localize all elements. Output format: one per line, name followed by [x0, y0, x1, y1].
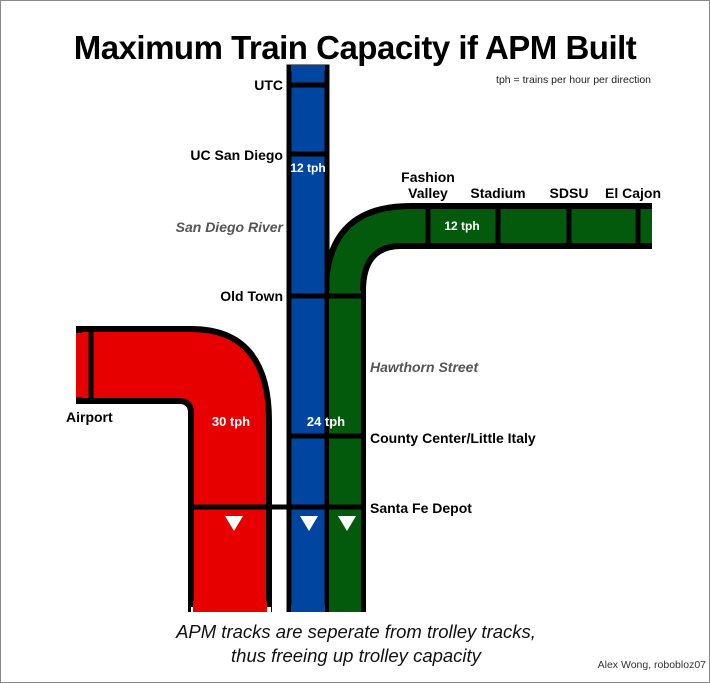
- red-track-end: [76, 333, 82, 397]
- green-track-end: [646, 209, 652, 243]
- capacity-red: 30 tph: [212, 414, 250, 429]
- station-county-center: County Center/Little Italy: [370, 430, 536, 446]
- down-arrow-icon: [300, 516, 318, 531]
- credit: Alex Wong, robobloz07: [598, 659, 707, 671]
- station-old-town: Old Town: [220, 288, 283, 304]
- blue-track: [286, 64, 330, 614]
- station-stadium: Stadium: [470, 185, 525, 201]
- down-arrow-icon: [225, 516, 243, 531]
- landmark-river: San Diego River: [176, 219, 285, 235]
- station-fashion-valley: Fashion: [401, 169, 455, 185]
- caption-line-1: APM tracks are seperate from trolley tra…: [175, 621, 536, 642]
- tph-note: tph = trains per hour per direction: [496, 74, 651, 86]
- capacity-blue-upper: 12 tph: [290, 161, 325, 175]
- blue-track-end: [291, 65, 325, 71]
- landmark-hawthorn: Hawthorn Street: [370, 359, 479, 375]
- station-el-cajon: El Cajon: [605, 185, 661, 201]
- station-sdsu: SDSU: [550, 185, 589, 201]
- title: Maximum Train Capacity if APM Built: [74, 29, 637, 66]
- down-arrow-icon: [338, 516, 356, 531]
- green-station-ticks: [425, 206, 641, 246]
- station-santa-fe: Santa Fe Depot: [370, 500, 472, 516]
- caption-line-2: thus freeing up trolley capacity: [231, 645, 483, 666]
- station-fashion-valley-2: Valley: [408, 185, 448, 201]
- direction-arrows: [225, 516, 356, 531]
- station-lines: [193, 82, 363, 510]
- capacity-green-upper: 12 tph: [444, 219, 479, 233]
- capacity-combined: 24 tph: [307, 414, 345, 429]
- station-ucsd: UC San Diego: [190, 147, 283, 163]
- station-airport: Airport: [66, 409, 113, 425]
- green-trolley-track: [323, 203, 652, 614]
- red-apm-track: [76, 326, 272, 614]
- station-utc: UTC: [254, 77, 283, 93]
